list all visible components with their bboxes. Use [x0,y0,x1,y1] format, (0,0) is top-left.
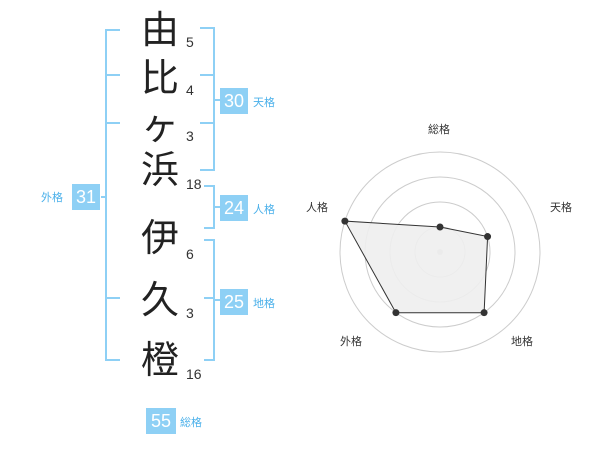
name-char-5: 伊 [140,216,179,260]
radar-point-tenkaku [484,233,492,241]
stroke-count-7: 16 [186,366,202,382]
radar-label-soukaku: 総格 [428,123,450,136]
jinkaku-label: 人格 [253,203,275,216]
stroke-count-5: 6 [186,246,194,262]
stroke-count-4: 18 [186,176,202,192]
radar-grid-ring [339,151,541,353]
stroke-count-6: 3 [186,305,194,321]
name-char-7: 橙 [140,338,179,382]
jinkaku-value: 24 [220,195,248,221]
gaikaku-label: 外格 [41,191,63,204]
tenkaku-value: 30 [220,88,248,114]
stroke-count-1: 5 [186,34,194,50]
radar-point-chikaku [480,309,488,317]
radar-label-gaikaku: 外格 [340,335,362,348]
radar-polygon [344,220,489,314]
radar-point-soukaku [436,223,444,231]
chikaku-value: 25 [220,289,248,315]
soukaku-label: 総格 [180,416,202,429]
radar-point-jinkaku [341,217,349,225]
gaikaku-bracket [105,29,120,361]
name-char-1: 由 [140,8,179,52]
gaikaku-value: 31 [72,184,100,210]
tenkaku-label: 天格 [253,96,275,109]
soukaku-value: 55 [146,408,176,434]
stroke-count-3: 3 [186,128,194,144]
radar-point-gaikaku [392,309,400,317]
radar-label-chikaku: 地格 [511,335,533,348]
stroke-count-2: 4 [186,82,194,98]
name-char-3: ヶ [140,104,179,148]
radar-label-jinkaku: 人格 [306,201,328,214]
chikaku-label: 地格 [253,297,275,310]
name-char-2: 比 [140,56,179,100]
radar-label-tenkaku: 天格 [550,201,572,214]
name-char-4: 浜 [140,148,179,192]
name-char-6: 久 [140,278,179,322]
